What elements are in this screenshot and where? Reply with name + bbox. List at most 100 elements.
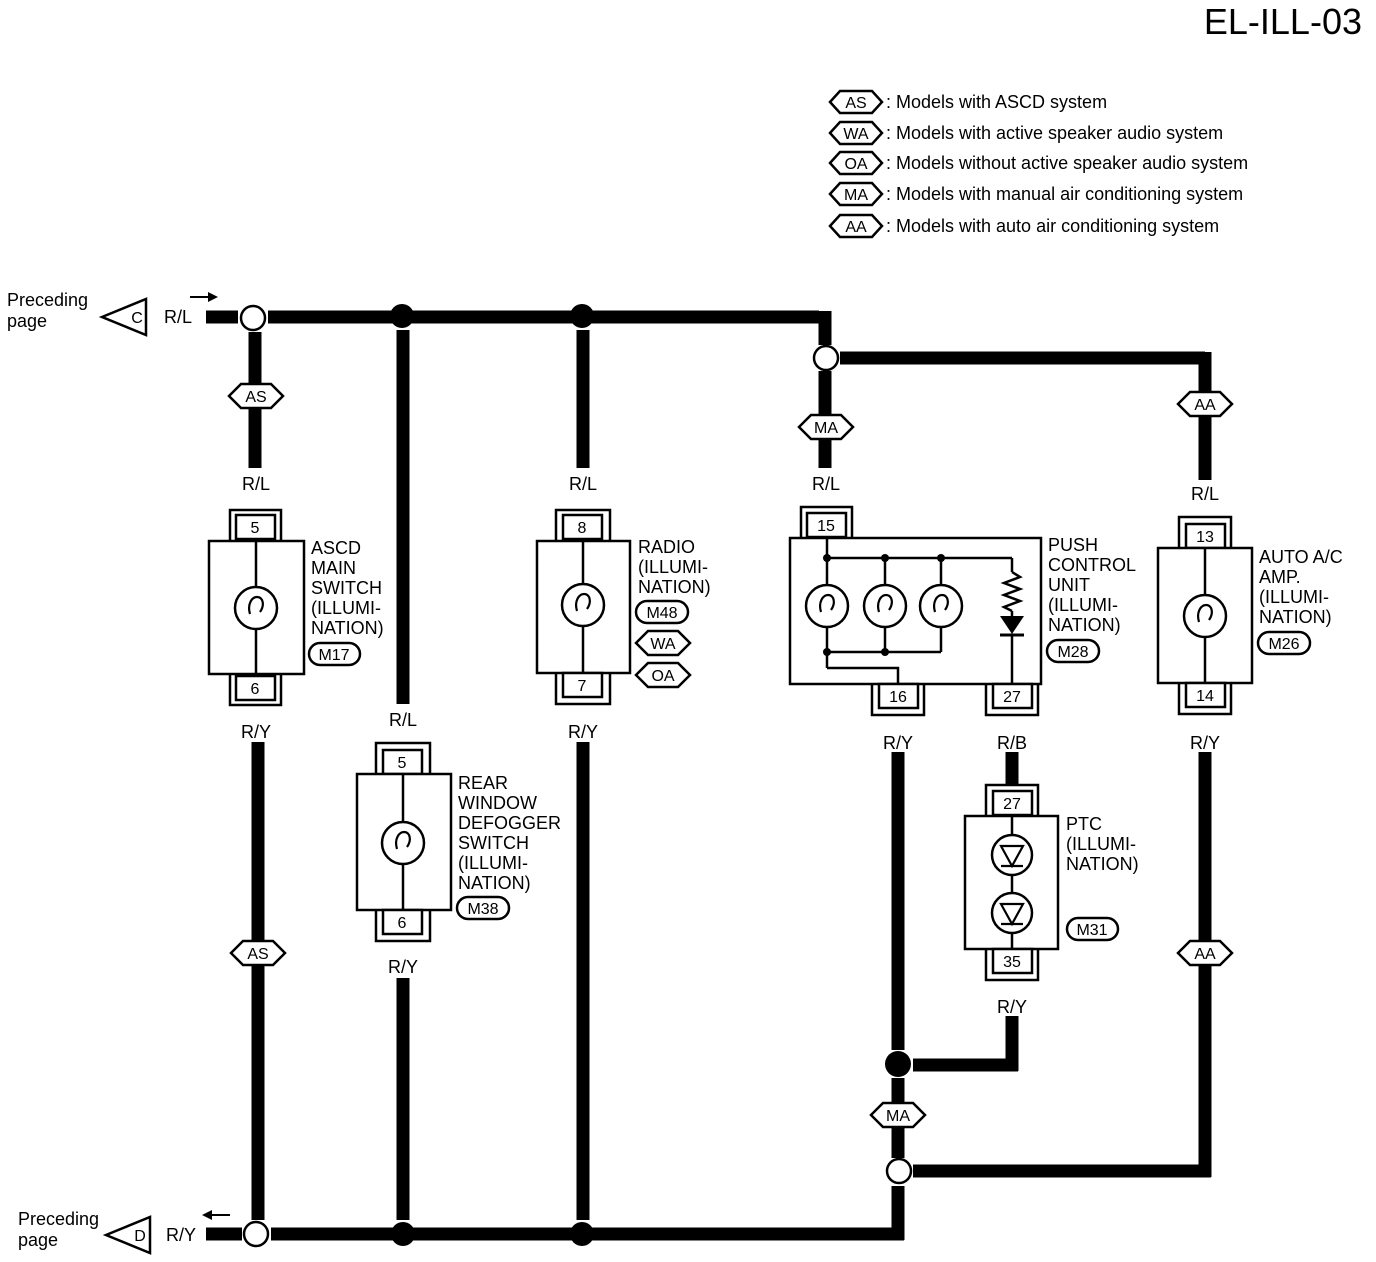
ac-return-open-splice bbox=[885, 1157, 913, 1185]
push-bulb-icon-1 bbox=[804, 583, 850, 629]
wire-labels: R/L R/Y R/L R/Y R/L R/Y R/L R/Y R/B R/Y … bbox=[241, 474, 1220, 1017]
auto-ac-bottom-wire-label: R/Y bbox=[1190, 733, 1220, 753]
legend: AS : Models with ASCD system WA : Models… bbox=[828, 89, 1248, 239]
ascd-label-2: MAIN bbox=[311, 558, 356, 578]
ascd-bottom-connector-outer bbox=[228, 674, 283, 707]
tag-ma-bottom-text: MA bbox=[886, 1108, 910, 1125]
radio-tag-oa-text: OA bbox=[651, 668, 674, 685]
defogger-bulb-icon bbox=[380, 820, 426, 866]
bottom-splice-defogger bbox=[391, 1222, 415, 1246]
push-dot-3 bbox=[937, 554, 945, 562]
push-diode-icon bbox=[1000, 611, 1024, 684]
ptc: 27 35 PTC (ILLUMI- NATION) M31 bbox=[963, 783, 1139, 982]
push-label-3: UNIT bbox=[1048, 575, 1090, 595]
radio-pin-bottom: 7 bbox=[578, 678, 587, 695]
push-label-1: PUSH bbox=[1048, 535, 1098, 555]
option-tags: AS AS MA MA AA AA bbox=[227, 382, 1234, 1129]
legend-item-aa: AA : Models with auto air conditioning s… bbox=[828, 213, 1219, 239]
push-16-wire-label: R/Y bbox=[883, 733, 913, 753]
auto-ac-amp: 13 14 AUTO A/C AMP. (ILLUMI- NATION) M26 bbox=[1156, 515, 1343, 716]
push-resistor-icon bbox=[1000, 570, 1024, 613]
legend-text-wa: : Models with active speaker audio syste… bbox=[886, 123, 1223, 143]
push-top-connector-outer bbox=[799, 505, 854, 538]
radio-connector-id: M48 bbox=[646, 605, 677, 622]
ascd-pin-top-box bbox=[234, 513, 277, 541]
defogger-switch: 5 6 REAR WINDOW DEFOGGER SWITCH (ILLUMI-… bbox=[355, 741, 561, 943]
auto-ac-bulb-icon bbox=[1182, 593, 1228, 639]
ptc-pin-bottom-box bbox=[991, 947, 1034, 975]
bottom-page-reference: Preceding page D R/Y bbox=[18, 1209, 242, 1255]
defogger-label-6: NATION) bbox=[458, 873, 531, 893]
legend-hex-wa bbox=[828, 120, 884, 146]
legend-hex-oa bbox=[828, 150, 884, 176]
auto-ac-top-wire-label: R/L bbox=[1191, 484, 1219, 504]
radio-tag-oa bbox=[634, 661, 692, 689]
ascd-top-wire-label: R/L bbox=[242, 474, 270, 494]
legend-item-ma: MA : Models with manual air conditioning… bbox=[828, 181, 1243, 207]
auto-ac-label-3: (ILLUMI- bbox=[1259, 587, 1329, 607]
ptc-label-1: PTC bbox=[1066, 814, 1102, 834]
ac-open-splice bbox=[812, 344, 840, 372]
push-top-wire-label: R/L bbox=[812, 474, 840, 494]
auto-ac-label-2: AMP. bbox=[1259, 567, 1301, 587]
top-ref-arrow bbox=[98, 297, 148, 337]
ascd-pin-top: 5 bbox=[251, 520, 260, 537]
push-bulb-icon-3 bbox=[918, 583, 964, 629]
ascd-top-connector-outer bbox=[228, 508, 283, 541]
top-open-splice bbox=[239, 304, 267, 332]
defogger-pin-bottom: 6 bbox=[398, 915, 407, 932]
legend-code-as: AS bbox=[845, 95, 866, 112]
auto-ac-pin-bottom-box bbox=[1184, 681, 1227, 709]
auto-ac-pin-top: 13 bbox=[1196, 529, 1214, 546]
ptc-bottom-wire-label: R/Y bbox=[997, 997, 1027, 1017]
defogger-top-connector-outer bbox=[374, 741, 432, 774]
radio-tag-wa bbox=[634, 629, 692, 657]
radio-label-2: (ILLUMI- bbox=[638, 557, 708, 577]
auto-ac-label-1: AUTO A/C bbox=[1259, 547, 1343, 567]
legend-code-aa: AA bbox=[845, 219, 867, 236]
defogger-pin-bottom-box bbox=[381, 908, 424, 936]
legend-code-wa: WA bbox=[843, 126, 869, 143]
ptc-led-icon-1 bbox=[990, 833, 1034, 877]
ascd-label-1: ASCD bbox=[311, 538, 361, 558]
defogger-connector-badge bbox=[455, 895, 511, 921]
legend-item-oa: OA : Models without active speaker audio… bbox=[828, 150, 1248, 176]
ascd-main-switch: 5 6 ASCD MAIN SWITCH (ILLUMI- NATION) M1… bbox=[207, 508, 384, 707]
tag-aa-top-text: AA bbox=[1194, 397, 1216, 414]
radio-connector-badge bbox=[634, 599, 690, 625]
ptc-label-3: NATION) bbox=[1066, 854, 1139, 874]
defogger-label-1: REAR bbox=[458, 773, 508, 793]
top-ref-wire-label: R/L bbox=[164, 307, 192, 327]
top-ref-direction-arrow bbox=[190, 292, 218, 302]
radio-tag-wa-text: WA bbox=[650, 636, 676, 653]
ptc-connector-id: M31 bbox=[1076, 922, 1107, 939]
push-dot-1 bbox=[823, 554, 831, 562]
legend-text-oa: : Models without active speaker audio sy… bbox=[886, 153, 1248, 173]
defogger-connector-id: M38 bbox=[467, 901, 498, 918]
tag-as-bottom bbox=[229, 939, 287, 967]
tag-as-bottom-text: AS bbox=[247, 946, 268, 963]
tag-aa-bottom-text: AA bbox=[1194, 946, 1216, 963]
push-ptc-splice bbox=[885, 1051, 911, 1077]
tag-as-top-text: AS bbox=[245, 389, 266, 406]
radio-pin-bottom-box bbox=[561, 671, 604, 699]
top-ref-letter: C bbox=[131, 310, 143, 327]
bottom-open-splice bbox=[242, 1220, 270, 1248]
push-pin-16-box bbox=[877, 682, 920, 710]
push-pin-top: 15 bbox=[817, 518, 835, 535]
defogger-label-5: (ILLUMI- bbox=[458, 853, 528, 873]
legend-text-aa: : Models with auto air conditioning syst… bbox=[886, 216, 1219, 236]
defogger-label-4: SWITCH bbox=[458, 833, 529, 853]
legend-hex-as bbox=[828, 89, 884, 115]
legend-item-wa: WA : Models with active speaker audio sy… bbox=[828, 120, 1223, 146]
push-dot-2 bbox=[881, 554, 889, 562]
legend-code-ma: MA bbox=[844, 187, 868, 204]
ptc-pin-top: 27 bbox=[1003, 796, 1021, 813]
ascd-connector-badge bbox=[307, 641, 362, 667]
push-16-connector-outer bbox=[870, 684, 926, 717]
push-dot-5 bbox=[881, 648, 889, 656]
ptc-connector-badge bbox=[1065, 916, 1120, 942]
ascd-bulb-icon bbox=[233, 585, 279, 631]
legend-text-ma: : Models with manual air conditioning sy… bbox=[886, 184, 1243, 204]
